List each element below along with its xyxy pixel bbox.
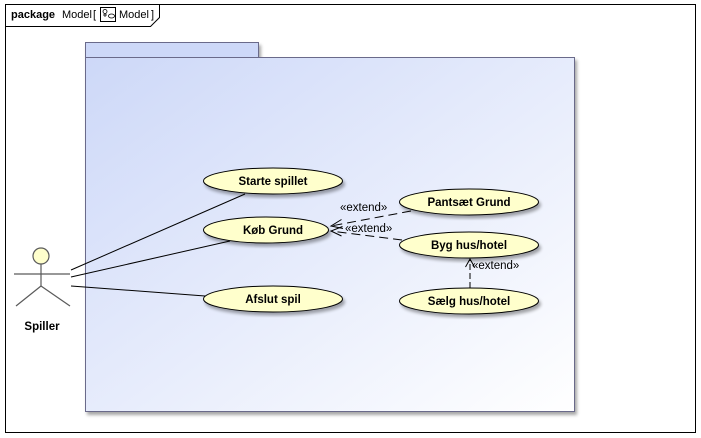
package-tab [85,42,259,58]
frame-name: Model [62,9,92,21]
use-case-label: Køb Grund [243,225,303,237]
stick-figure-icon [14,247,71,307]
extend-label-saelg: «extend» [472,260,519,272]
use-case-label: Starte spillet [238,176,307,188]
use-case-pantsaet-grund[interactable]: Pantsæt Grund [399,188,539,216]
use-case-saelg-hus-hotel[interactable]: Sælg hus/hotel [399,287,539,315]
use-case-byg-hus-hotel[interactable]: Byg hus/hotel [399,231,539,259]
package[interactable] [85,42,575,412]
use-case-afslut-spil[interactable]: Afslut spil [203,285,343,313]
frame-keyword: package [11,9,55,21]
use-case-label: Sælg hus/hotel [428,296,510,308]
use-case-starte-spillet[interactable]: Starte spillet [203,167,343,195]
frame-bracket-close: ] [151,9,154,21]
use-case-diagram-icon [100,7,116,22]
use-case-koeb-grund[interactable]: Køb Grund [203,216,329,244]
frame-bracket-open: [ [93,9,96,21]
extend-label-pantsaet: «extend» [340,202,387,214]
use-case-label: Byg hus/hotel [431,240,507,252]
association-koeb-grund[interactable] [70,240,231,278]
frame-diagram-name: Model [119,9,149,21]
extend-byg-relation[interactable] [329,226,403,241]
use-case-label: Pantsæt Grund [427,197,510,209]
association-starte-spillet[interactable] [70,193,246,271]
actor-name: Spiller [24,321,60,333]
association-afslut-spil[interactable] [70,285,206,297]
extend-saelg-relation[interactable] [465,257,475,288]
associations [70,193,246,297]
use-case-label: Afslut spil [245,294,301,306]
actor-spiller[interactable]: Spiller [14,247,71,333]
frame-title-tab [5,4,160,27]
extend-label-byg: «extend» [345,223,392,235]
